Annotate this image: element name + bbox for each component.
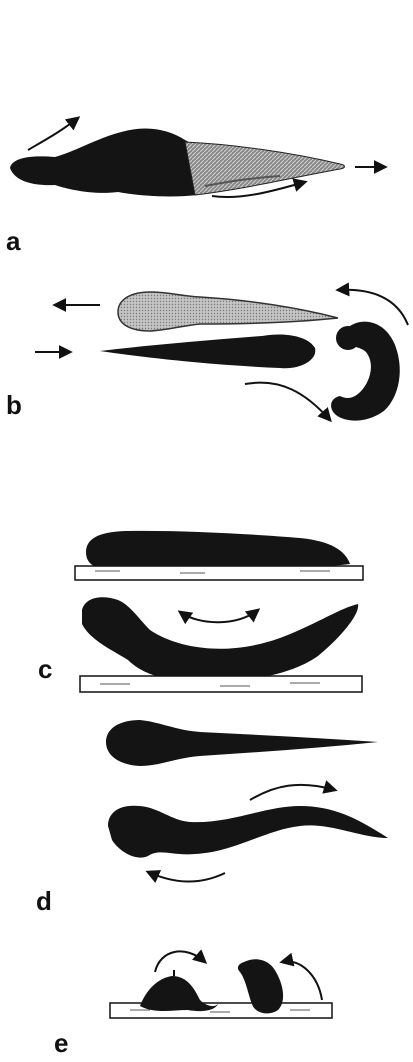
- fish-c-arched-icon: [82, 597, 358, 682]
- substrate-bar-icon: [75, 566, 363, 580]
- panel-a: [10, 118, 385, 197]
- fish-b-dark-icon: [100, 335, 315, 369]
- fish-d-straight-icon: [106, 720, 378, 766]
- panel-b: [35, 290, 408, 421]
- panel-label-e: e: [54, 1030, 68, 1056]
- panel-label-a: a: [6, 228, 20, 254]
- panel-d: [106, 720, 388, 882]
- fish-e-left-icon: [140, 976, 218, 1011]
- fish-a-tail-icon: [185, 142, 345, 195]
- curved-arrow-icon: [180, 610, 258, 622]
- fish-d-wavy-icon: [108, 806, 388, 858]
- curved-arrow-icon: [148, 872, 225, 882]
- panel-label-c: c: [38, 656, 52, 682]
- panel-label-d: d: [36, 888, 52, 914]
- fish-a-head-icon: [10, 128, 200, 196]
- curved-arrow-icon: [338, 290, 408, 325]
- panel-c: [75, 531, 363, 692]
- panel-e: [110, 951, 332, 1018]
- fish-c-flat-icon: [86, 531, 350, 570]
- curved-arrow-icon: [245, 383, 330, 420]
- panel-label-b: b: [6, 392, 22, 418]
- curved-arrow-icon: [282, 961, 322, 1000]
- curved-arrow-icon: [28, 118, 78, 150]
- curved-arrow-icon: [155, 951, 205, 972]
- fish-b-light-icon: [118, 292, 338, 331]
- curved-arrow-icon: [250, 785, 335, 800]
